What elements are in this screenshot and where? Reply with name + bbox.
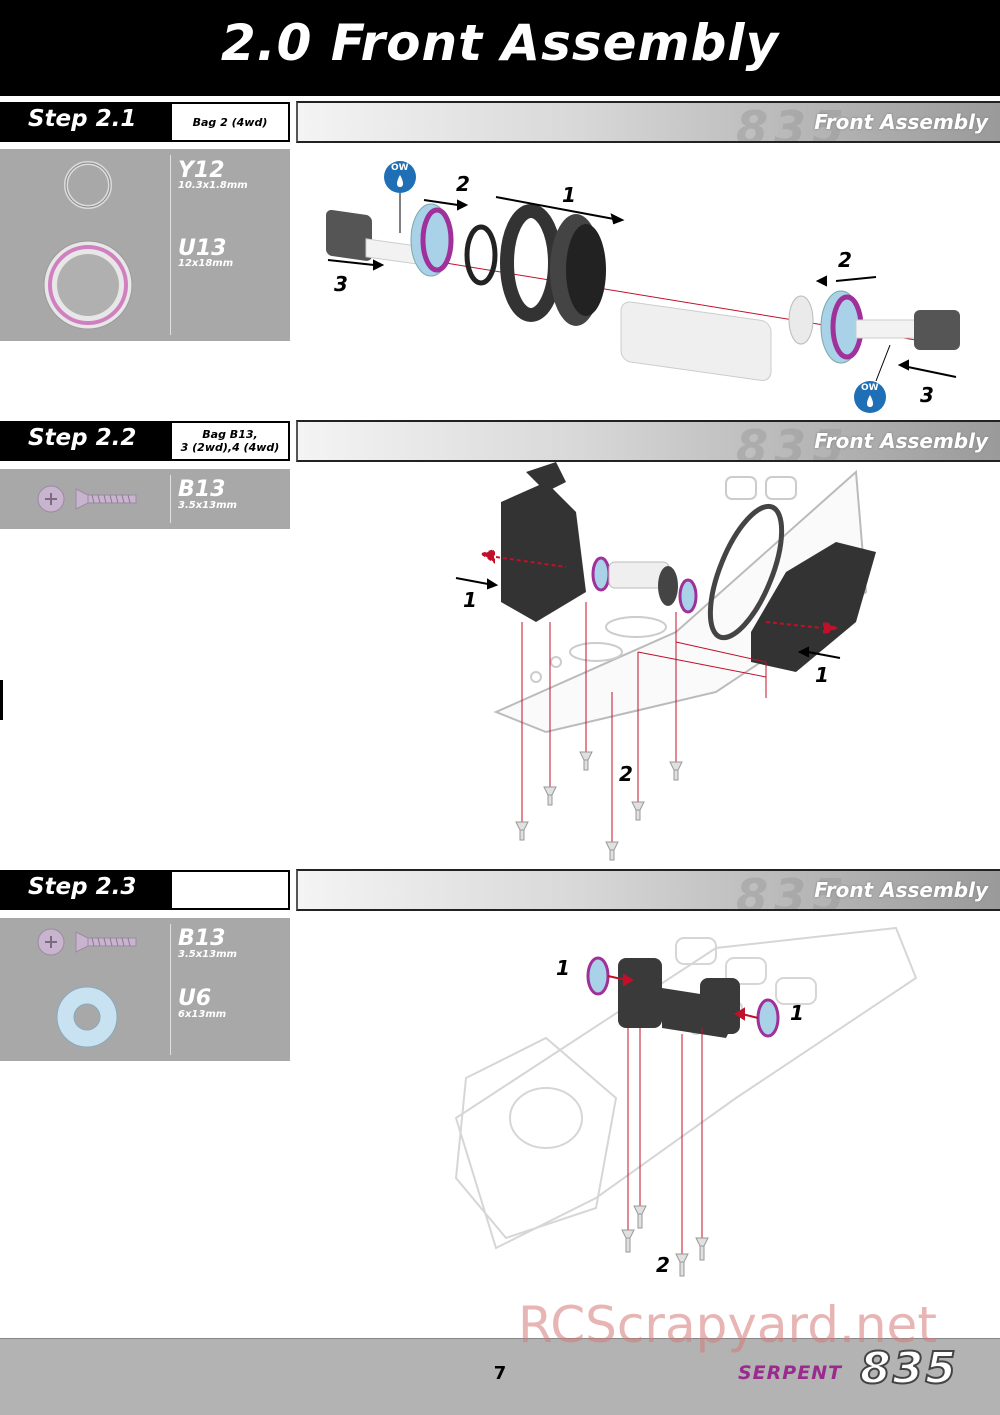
oil-badge-text: OW (391, 163, 409, 173)
page-number: 7 (493, 1363, 507, 1384)
step-callout: 3 (334, 272, 348, 296)
step-callout: 1 (562, 183, 576, 207)
bag-line: Bag B13, (202, 428, 258, 441)
section-watermark: 835 (735, 869, 850, 911)
step-callout: 1 (815, 663, 829, 687)
o-ring-icon (64, 161, 112, 209)
step-label: Step 2.1 (0, 102, 170, 142)
part-size: 12x18mm (178, 258, 234, 269)
step-callout: 1 (790, 1001, 804, 1025)
part-code: B13 (178, 477, 226, 502)
ball-bearing (410, 203, 454, 277)
parts-box: Y12 10.3x1.8mm U13 12x18mm (0, 149, 290, 341)
chassis-bulkhead-diagram (455, 462, 876, 861)
oil-badge-icon (854, 344, 891, 413)
bag-line: 3 (2wd),4 (4wd) (180, 441, 280, 454)
bag-label: Bag B13, 3 (2wd),4 (4wd) (170, 421, 290, 461)
screw (621, 1205, 709, 1277)
brand-logo: SERPENT (738, 1362, 843, 1384)
section-label: Front Assembly (814, 429, 988, 453)
bag-label: Bag 2 (4wd) (170, 102, 290, 142)
ball-bearing (586, 956, 610, 996)
part-size: 10.3x1.8mm (178, 180, 248, 191)
step-callout: 2 (656, 1253, 670, 1277)
part-size: 3.5x13mm (178, 500, 237, 511)
step-callout: 3 (920, 383, 934, 407)
parts-box: B13 3.5x13mm U6 6x13mm (0, 918, 290, 1061)
part-size: 6x13mm (178, 1009, 227, 1020)
countersunk-screw-icon (37, 928, 137, 956)
bag-label (170, 870, 290, 910)
diff-plate (500, 204, 562, 322)
step-callout: 1 (556, 956, 570, 980)
diff-housing (620, 295, 814, 381)
part-size: 3.5x13mm (178, 949, 237, 960)
front-diff-exploded-diagram (326, 161, 960, 413)
page-header: 2.0 Front Assembly (0, 0, 1000, 96)
section-watermark: 835 (735, 420, 850, 462)
countersunk-screw-icon (37, 485, 137, 513)
step-callout: 1 (463, 588, 477, 612)
bulkhead (751, 542, 876, 672)
part-code: B13 (178, 926, 226, 951)
step-callout: 2 (619, 762, 633, 786)
outdrive-cup (855, 310, 960, 350)
section-bar: 835 Front Assembly (296, 869, 1000, 911)
pulley (550, 214, 606, 326)
page-edge-mark (0, 680, 3, 720)
site-watermark: RCScrapyard.net (518, 1296, 937, 1354)
belt (707, 503, 785, 641)
part-code: U13 (178, 236, 227, 261)
step-callout: 2 (456, 172, 470, 196)
oil-badge-icon (384, 161, 416, 233)
section-label: Front Assembly (814, 110, 988, 134)
oil-badge-text: OW (861, 383, 879, 393)
outdrive-cup (326, 210, 417, 265)
ball-bearing-icon (43, 240, 133, 330)
step-label: Step 2.2 (0, 421, 170, 461)
section-watermark: 835 (735, 101, 850, 143)
screw (515, 751, 683, 861)
washer-icon (56, 986, 118, 1048)
page-footer (0, 1338, 1000, 1415)
ball-bearing (820, 290, 864, 364)
page-title: 2.0 Front Assembly (220, 14, 780, 72)
model-logo: 835 (859, 1342, 958, 1395)
bulkhead (501, 462, 586, 622)
bearing-holder (618, 958, 740, 1038)
o-ring (464, 224, 498, 286)
section-bar: 835 Front Assembly (296, 420, 1000, 462)
bearing-holder-diagram (454, 926, 918, 1277)
diff-assembly (591, 556, 698, 614)
step-label: Step 2.3 (0, 870, 170, 910)
parts-box: B13 3.5x13mm (0, 469, 290, 529)
section-label: Front Assembly (814, 878, 988, 902)
section-bar: 835 Front Assembly (296, 101, 1000, 143)
step-callout: 2 (838, 248, 852, 272)
part-code: U6 (178, 986, 212, 1011)
part-code: Y12 (178, 158, 225, 183)
ball-bearing (756, 998, 780, 1038)
